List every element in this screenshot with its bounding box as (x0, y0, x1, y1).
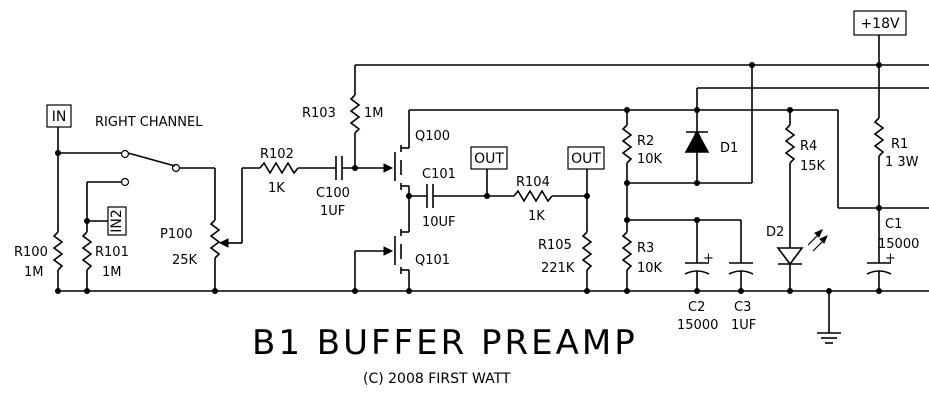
C1-ref: C1 (885, 217, 902, 232)
capacitor-C100: C100 1UF (316, 156, 389, 219)
R105-value: 221K (541, 261, 575, 276)
P100-ref: P100 (160, 227, 193, 242)
diode-D1: D1 (684, 128, 738, 183)
C3-ref: C3 (734, 300, 751, 315)
C101-value: 10UF (422, 215, 456, 230)
R1-ref: R1 (891, 137, 908, 152)
R102-value: 1K (268, 181, 285, 196)
R3-value: 10K (637, 261, 663, 276)
supply-rail-second (696, 87, 929, 130)
resistor-R105: R105 221K (538, 196, 593, 294)
output-terminal-2: OUT (567, 146, 605, 196)
R104-ref: R104 (516, 175, 550, 190)
Q100-ref: Q100 (415, 129, 450, 144)
R2-value: 10K (637, 152, 663, 167)
R1-value: 1 3W (885, 155, 919, 170)
C1-value: 15000 (878, 237, 919, 252)
page-title: B1 BUFFER PREAMP (252, 323, 638, 363)
R4-value: 15K (800, 159, 826, 174)
R100-ref: R100 (14, 245, 48, 260)
R4-ref: R4 (800, 139, 817, 154)
R2-ref: R2 (637, 134, 654, 149)
D1-ref: D1 (720, 141, 738, 156)
C2-plus: + (703, 251, 714, 266)
C100-ref: C100 (316, 186, 350, 201)
output-terminal-1: OUT (470, 146, 508, 196)
R3-ref: R3 (637, 241, 654, 256)
input2-label: IN2 (109, 209, 125, 233)
Q101-ref: Q101 (415, 253, 450, 268)
D2-ref: D2 (766, 225, 784, 240)
C2-ref: C2 (688, 300, 705, 315)
out-label-1: OUT (474, 151, 504, 167)
resistor-R3: R3 10K (621, 231, 663, 294)
capacitor-C1: + C1 15000 (866, 208, 919, 294)
C1-plus: + (885, 251, 896, 266)
R101-value: 1M (102, 265, 122, 280)
C101-ref: C101 (422, 167, 456, 182)
R100-value: 1M (24, 265, 44, 280)
R104-value: 1K (528, 209, 545, 224)
R103-value: 1M (364, 106, 384, 121)
capacitor-C2: + C2 15000 (677, 220, 718, 333)
supply-terminal: +18V (853, 10, 907, 118)
C100-value: 1UF (320, 204, 345, 219)
resistor-R104: R104 1K (513, 175, 590, 224)
resistor-R103: R103 1M (302, 94, 384, 171)
resistor-R101: R101 1M (81, 231, 129, 291)
copyright-notice: (C) 2008 FIRST WATT (363, 371, 511, 387)
R103-ref: R103 (302, 106, 336, 121)
potentiometer-P100: P100 25K (160, 168, 243, 294)
resistor-R2: R2 10K (621, 110, 663, 232)
C3-value: 1UF (731, 318, 756, 333)
resistor-R102: R102 1K (242, 147, 336, 196)
R102-ref: R102 (260, 147, 294, 162)
input-terminal: IN (46, 104, 122, 232)
ground-symbol (817, 288, 841, 344)
supply-label: +18V (860, 16, 900, 32)
input2-terminal: IN2 (84, 206, 127, 236)
resistor-R1: R1 1 3W (873, 117, 919, 211)
capacitor-C101: C101 10UF (422, 167, 514, 230)
input-selector-switch (86, 149, 216, 232)
supply-rail-top (354, 64, 929, 95)
resistor-R4: R4 15K (784, 110, 826, 248)
channel-label: RIGHT CHANNEL (95, 115, 203, 130)
P100-value: 25K (172, 253, 198, 268)
input-label: IN (52, 109, 67, 125)
transistor-Q100: Q100 (394, 109, 838, 222)
R101-ref: R101 (95, 245, 129, 260)
resistor-R100: R100 1M (14, 231, 64, 291)
C2-value: 15000 (677, 318, 718, 333)
led-D2: D2 (766, 225, 828, 294)
out-label-2: OUT (571, 151, 601, 167)
R105-ref: R105 (538, 238, 572, 253)
transistor-Q101: Q101 (352, 222, 450, 294)
capacitor-C3: C3 1UF (728, 220, 756, 333)
